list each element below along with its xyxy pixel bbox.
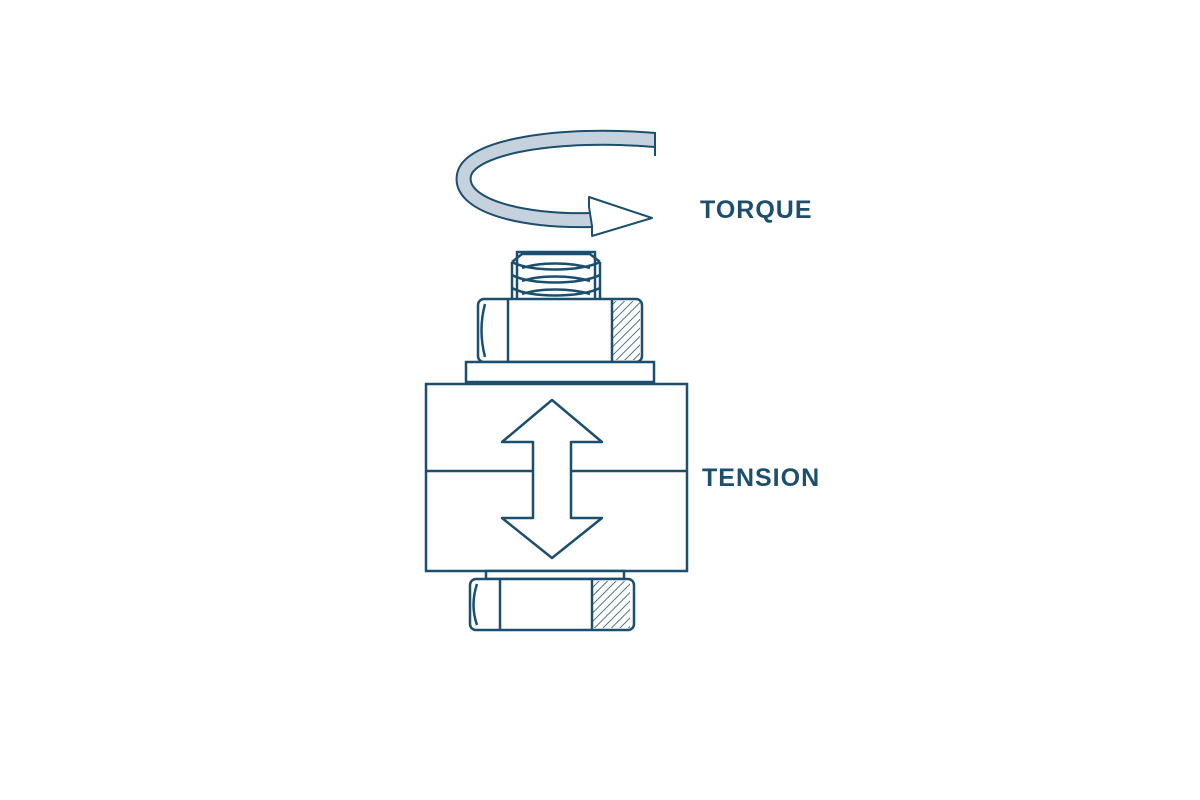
bolt-thread bbox=[510, 250, 602, 302]
top-nut bbox=[476, 297, 644, 364]
washer bbox=[464, 360, 656, 384]
bottom-nut bbox=[468, 569, 636, 632]
tension-label: TENSION bbox=[702, 464, 821, 492]
tension-arrow-icon bbox=[500, 398, 604, 560]
torque-label: TORQUE bbox=[700, 196, 813, 224]
torque-arrow-icon bbox=[455, 129, 656, 237]
